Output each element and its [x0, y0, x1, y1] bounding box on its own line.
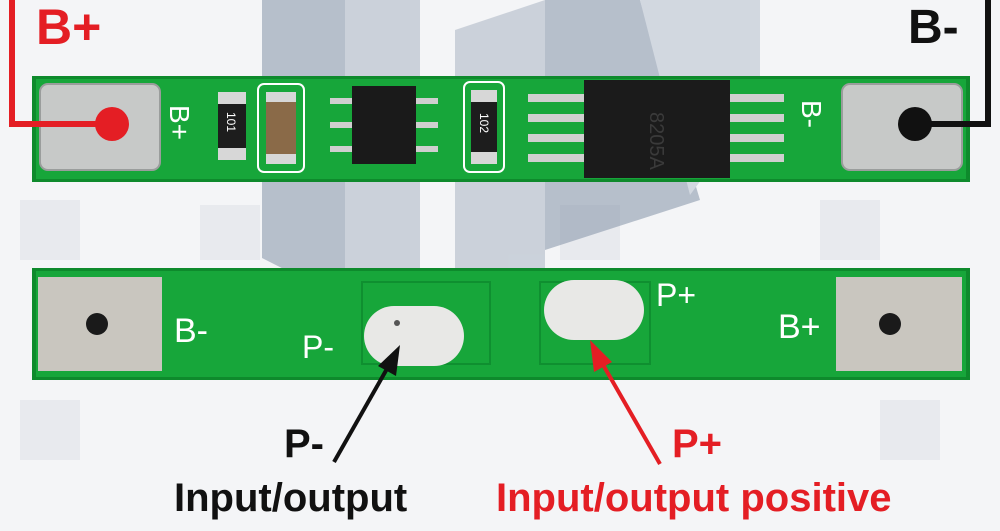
b-minus-label: B-: [908, 1, 959, 54]
p-plus-oval-pad: [544, 280, 644, 340]
mounting-hole-icon: [879, 313, 901, 335]
mosfet-ic-marking: 8205A: [645, 112, 667, 170]
capacitor: [257, 83, 305, 173]
bottom-p-plus-silkscreen: P+: [656, 277, 696, 313]
p-minus-oval-pad: [364, 306, 464, 366]
p-minus-arrow: [332, 345, 400, 463]
p-plus-arrow: [590, 340, 662, 465]
p-minus-description: Input/output: [174, 476, 408, 520]
resistor-101-marking: 101: [224, 112, 238, 132]
p-plus-description: Input/output positive: [496, 476, 892, 520]
top-board-surface: [36, 79, 966, 179]
protection-ic: [330, 86, 438, 164]
top-pcb-board: B+ B- 101: [32, 76, 970, 182]
b-plus-label: B+: [36, 0, 102, 55]
mounting-hole-icon: [86, 313, 108, 335]
p-plus-label: P+: [672, 422, 723, 466]
top-left-pad-silkscreen: B+: [164, 105, 195, 140]
wire-terminal-dot-icon: [898, 107, 932, 141]
bottom-pcb-board: B- P- P+ B+: [32, 268, 970, 380]
background-pattern: [20, 200, 940, 460]
top-right-pad-silkscreen: B-: [796, 100, 827, 128]
via-dot: [394, 320, 400, 326]
mosfet-ic-8205a: 8205A: [528, 80, 784, 178]
b-plus-wire: [9, 0, 129, 141]
b-minus-wire: [898, 0, 991, 141]
resistor-101: 101: [218, 92, 246, 160]
bottom-board-surface: [36, 271, 966, 377]
p-minus-label: P-: [284, 422, 324, 466]
bottom-left-pad-silkscreen: B-: [174, 312, 208, 350]
resistor-102-marking: 102: [477, 113, 491, 133]
resistor-102: 102: [463, 81, 505, 173]
bottom-p-minus-silkscreen: P-: [302, 329, 334, 365]
wire-terminal-dot-icon: [95, 107, 129, 141]
bottom-right-pad-silkscreen: B+: [778, 308, 821, 346]
